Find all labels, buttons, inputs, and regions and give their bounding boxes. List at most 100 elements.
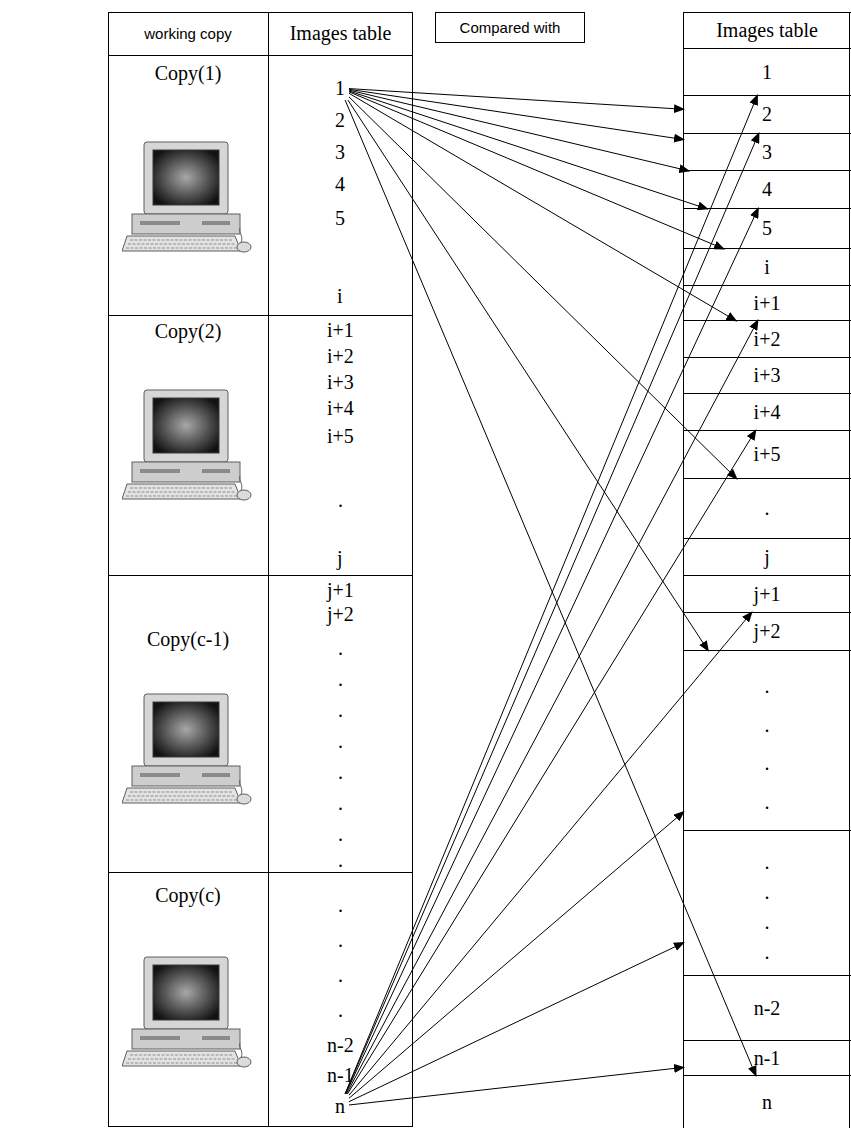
image-number: . [334, 998, 347, 1022]
image-table-cell: n [684, 1076, 850, 1128]
copy-name: Copy(c-1) [108, 628, 268, 651]
image-number: 3 [331, 140, 349, 164]
image-id: i+3 [327, 371, 354, 393]
comparison-arrow [346, 208, 759, 1094]
image-table-cell: j+1 [684, 576, 850, 612]
image-number: . [334, 667, 347, 691]
image-table-cell: 5 [684, 209, 850, 248]
image-id: i+4 [754, 401, 781, 424]
header-cell: Images table [268, 12, 413, 55]
computer-icon [122, 955, 252, 1070]
image-id: . [765, 497, 770, 520]
image-number: . [334, 848, 347, 872]
comparison-arrow [349, 1067, 684, 1105]
image-id: . [338, 730, 343, 752]
image-number: j [333, 546, 347, 570]
image-table-cell: i [684, 249, 850, 285]
image-number: n-1 [323, 1063, 358, 1087]
image-id: i+1 [327, 319, 354, 341]
header-cell: working copy [108, 12, 268, 55]
image-id: j+1 [327, 579, 354, 601]
image-id: . [765, 941, 770, 964]
comparison-arrow [345, 133, 759, 1094]
copy-name: Copy(2) [108, 320, 268, 343]
image-number: . [334, 928, 347, 952]
image-number: i+1 [323, 318, 358, 342]
image-id: . [765, 881, 770, 904]
image-id: n-1 [754, 1047, 781, 1070]
image-id: . [765, 714, 770, 737]
image-number: 1 [331, 76, 349, 100]
header-text: working copy [144, 25, 232, 42]
comparison-arrow [349, 97, 737, 479]
image-table-cell: n-1 [684, 1041, 850, 1075]
label-box: Compared with [435, 12, 585, 43]
comparison-arrow [349, 90, 689, 171]
comparison-arrow [349, 612, 752, 1095]
image-id: 2 [335, 109, 345, 131]
image-table-cell: j [684, 539, 850, 575]
image-number: j+1 [323, 578, 358, 602]
comparison-arrow [349, 943, 684, 1102]
comparison-arrow [347, 430, 756, 1094]
image-id: i [337, 285, 343, 307]
image-number: n-2 [323, 1033, 358, 1057]
image-id: . [338, 792, 343, 814]
comparison-arrow [349, 89, 684, 110]
image-number: . [334, 963, 347, 987]
image-id: i+5 [327, 425, 354, 447]
image-id: i+5 [754, 443, 781, 466]
image-id: j [337, 547, 343, 569]
image-id: . [338, 999, 343, 1021]
image-number: . [334, 729, 347, 753]
image-id: . [338, 849, 343, 871]
working-copy-cell: Copy(1) [108, 55, 268, 315]
computer-icon [122, 692, 252, 807]
image-id: i+1 [754, 292, 781, 315]
image-number: . [334, 488, 347, 512]
image-number: . [334, 636, 347, 660]
image-id: j [764, 546, 770, 569]
image-table-cell: 4 [684, 171, 850, 208]
working-copy-cell: Copy(c-1) [108, 575, 268, 872]
image-id: n-1 [327, 1064, 354, 1086]
image-id: 2 [762, 103, 772, 126]
image-id: 1 [762, 61, 772, 84]
image-id: j+2 [754, 620, 781, 643]
image-table-cell: i+4 [684, 394, 850, 430]
image-table-cell: . [684, 479, 850, 538]
image-id: . [765, 752, 770, 775]
image-number: . [334, 791, 347, 815]
image-id: . [338, 699, 343, 721]
image-number: n [331, 1094, 349, 1118]
image-id: . [765, 791, 770, 814]
comparison-arrow [345, 95, 758, 1094]
image-id: j+1 [754, 583, 781, 606]
image-id: . [338, 929, 343, 951]
image-table-cell: i+3 [684, 358, 850, 393]
image-number: i+2 [323, 344, 358, 368]
image-table-cell: j+2 [684, 613, 850, 650]
computer-icon [122, 140, 252, 255]
image-table-cell: i+2 [684, 321, 850, 357]
image-id: 5 [762, 217, 772, 240]
image-id: i [764, 256, 770, 279]
image-number: j+2 [323, 602, 358, 626]
image-table-cell: 3 [684, 134, 850, 170]
header-text: Images table [290, 22, 392, 45]
image-table-cell: i+1 [684, 286, 850, 320]
image-id: n-2 [754, 997, 781, 1020]
image-id: . [338, 761, 343, 783]
image-table-cell: .... [684, 651, 850, 830]
image-id: i+3 [754, 364, 781, 387]
header-text: Images table [716, 19, 818, 42]
comparison-arrow [349, 812, 684, 1099]
image-id: . [765, 911, 770, 934]
image-number: i+5 [323, 424, 358, 448]
image-id: . [765, 675, 770, 698]
image-id: . [338, 668, 343, 690]
image-id: . [338, 489, 343, 511]
image-number: 2 [331, 108, 349, 132]
